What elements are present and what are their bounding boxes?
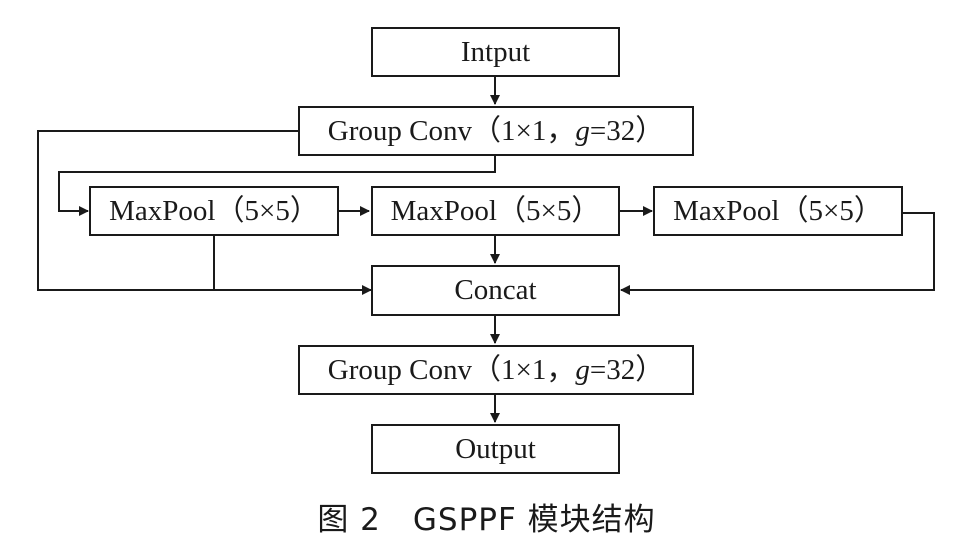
node-maxpool-3-label: MaxPool（5×5） bbox=[673, 194, 883, 227]
node-group-conv-top-suffix: =32） bbox=[589, 114, 665, 147]
node-group-conv-top: Group Conv（1×1，g=32） bbox=[298, 106, 694, 156]
node-group-conv-top-var: g bbox=[575, 114, 590, 147]
node-maxpool-2: MaxPool（5×5） bbox=[371, 186, 620, 236]
node-maxpool-1: MaxPool（5×5） bbox=[89, 186, 339, 236]
node-input: Intput bbox=[371, 27, 620, 77]
figure-caption: 图 2 GSPPF 模块结构 bbox=[317, 502, 656, 538]
node-group-conv-bottom-prefix: Group Conv（1×1， bbox=[327, 353, 576, 386]
node-group-conv-bottom-var: g bbox=[575, 353, 590, 386]
node-output-label: Output bbox=[455, 432, 536, 465]
edge-group-conv-top-to-concat bbox=[37, 130, 372, 295]
node-maxpool-1-label: MaxPool（5×5） bbox=[109, 194, 319, 227]
node-maxpool-3: MaxPool（5×5） bbox=[653, 186, 903, 236]
node-maxpool-2-label: MaxPool（5×5） bbox=[390, 194, 601, 227]
node-group-conv-bottom-suffix: =32） bbox=[589, 353, 665, 386]
edge-group-conv-top-to-maxpool-1 bbox=[58, 155, 496, 216]
node-group-conv-top-prefix: Group Conv（1×1， bbox=[327, 114, 576, 147]
node-group-conv-bottom: Group Conv（1×1，g=32） bbox=[298, 345, 694, 395]
edge-maxpool-3-to-concat bbox=[620, 212, 935, 295]
node-output: Output bbox=[371, 424, 620, 474]
node-input-label: Intput bbox=[460, 35, 531, 68]
node-concat-label: Concat bbox=[454, 274, 537, 306]
node-concat: Concat bbox=[371, 265, 620, 316]
